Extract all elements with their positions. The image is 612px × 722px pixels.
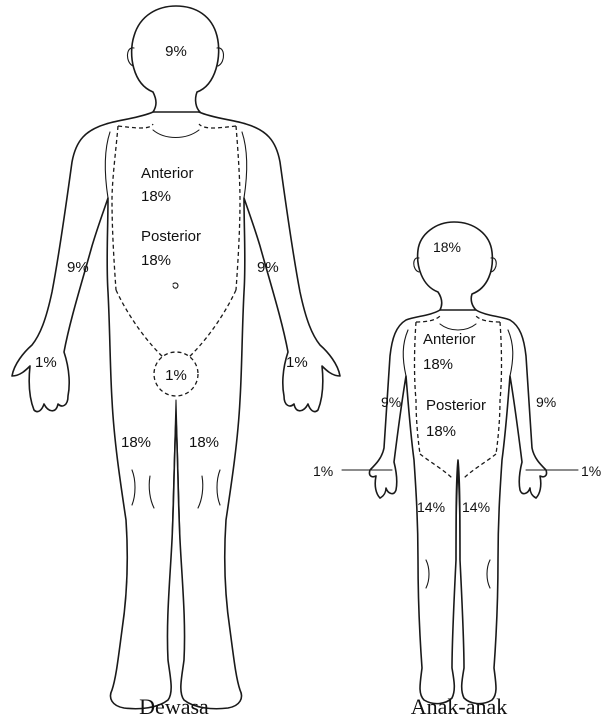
adult-groin-percent: 1% — [165, 367, 187, 384]
child-head-percent: 18% — [433, 239, 461, 255]
adult-posterior-label: Posterior — [141, 228, 201, 245]
child-anterior-percent: 18% — [423, 356, 453, 373]
child-figure — [342, 222, 578, 704]
adult-posterior-percent: 18% — [141, 252, 171, 269]
adult-left-leg-percent: 18% — [121, 434, 151, 451]
child-posterior-percent: 18% — [426, 423, 456, 440]
child-left-arm-percent: 9% — [381, 394, 401, 410]
adult-right-hand-percent: 1% — [286, 354, 308, 371]
child-caption: Anak-anak — [411, 694, 508, 719]
child-posterior-label: Posterior — [426, 397, 486, 414]
child-right-leg-percent: 14% — [462, 499, 490, 515]
child-anterior-label: Anterior — [423, 331, 476, 348]
adult-head-percent: 9% — [165, 43, 187, 60]
adult-left-arm-percent: 9% — [67, 259, 89, 276]
child-left-leg-percent: 14% — [417, 499, 445, 515]
child-body-outline — [369, 310, 546, 704]
adult-right-leg-percent: 18% — [189, 434, 219, 451]
adult-left-hand-percent: 1% — [35, 354, 57, 371]
child-right-arm-percent: 9% — [536, 394, 556, 410]
child-right-hand-percent: 1% — [581, 463, 601, 479]
adult-anterior-label: Anterior — [141, 165, 194, 182]
adult-right-arm-percent: 9% — [257, 259, 279, 276]
adult-caption: Dewasa — [139, 694, 209, 719]
child-head — [418, 222, 493, 310]
adult-anterior-percent: 18% — [141, 188, 171, 205]
child-left-hand-percent: 1% — [313, 463, 333, 479]
